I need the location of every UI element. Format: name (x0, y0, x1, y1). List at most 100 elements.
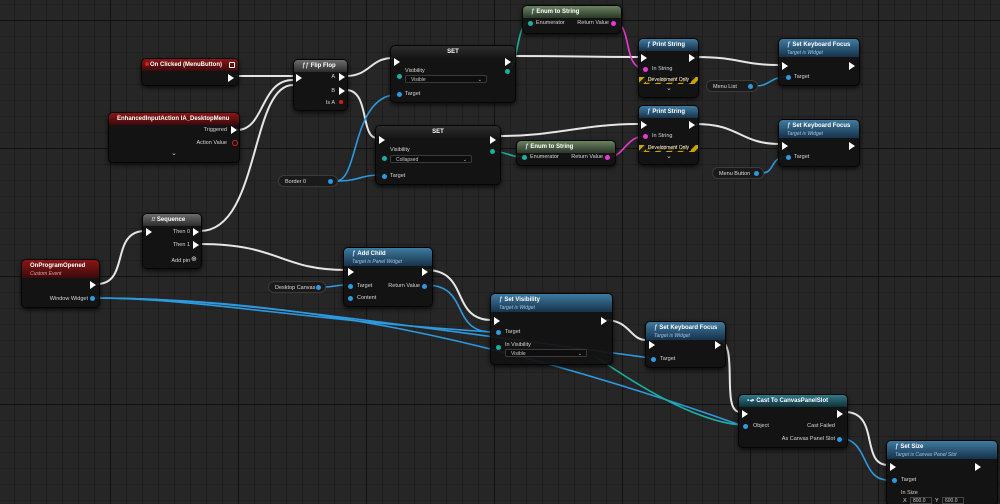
exec-in-pin[interactable] (296, 74, 302, 82)
pin-b-exec[interactable] (339, 87, 345, 95)
return-value-pin[interactable] (611, 21, 616, 26)
exec-in-pin[interactable] (649, 341, 655, 349)
chevron-down-icon[interactable]: ⌄ (666, 153, 672, 160)
visibility-out-pin[interactable] (490, 149, 495, 154)
exec-in-pin[interactable] (379, 136, 385, 144)
border-variable[interactable]: Border 0 (278, 175, 338, 187)
is-a-pin[interactable] (339, 100, 343, 104)
variable-out-pin[interactable] (754, 171, 759, 176)
chevron-down-icon[interactable]: ⌄ (171, 150, 177, 157)
exec-out-pin[interactable] (689, 121, 695, 129)
in-visibility-dropdown[interactable]: Visible⌄ (505, 349, 587, 357)
exec-out-pin[interactable] (849, 62, 855, 70)
add-pin-label[interactable]: Add pin (171, 258, 190, 264)
target-pin[interactable] (786, 155, 791, 160)
target-pin[interactable] (397, 92, 402, 97)
window-widget-pin[interactable] (90, 296, 95, 301)
target-pin[interactable] (892, 478, 897, 483)
as-canvas-panel-slot-pin[interactable] (837, 437, 842, 442)
enumerator-pin[interactable] (522, 155, 527, 160)
exec-in-pin[interactable] (641, 54, 647, 62)
target-pin[interactable] (348, 284, 353, 289)
in-string-pin[interactable] (643, 67, 648, 72)
exec-out-pin[interactable] (849, 142, 855, 150)
content-pin[interactable] (348, 296, 353, 301)
cast-to-canvas-panel-slot-node[interactable]: •◂•Cast To CanvasPanelSlot Object Cast F… (738, 394, 848, 448)
return-value-pin[interactable] (422, 284, 427, 289)
variable-out-pin[interactable] (328, 179, 333, 184)
visibility-pin[interactable] (397, 74, 402, 79)
exec-out-pin[interactable] (505, 58, 511, 66)
object-pin[interactable] (743, 424, 748, 429)
set-visible-node[interactable]: SET Visibility Visible⌄ Target (390, 45, 516, 103)
wire-exec (345, 57, 394, 77)
node-subtitle: Target is Canvas Panel Slot (895, 452, 957, 458)
target-pin[interactable] (651, 357, 656, 362)
target-pin[interactable] (496, 330, 501, 335)
size-x-input[interactable]: 800.0 (910, 497, 932, 504)
exec-out-pin[interactable] (975, 463, 981, 471)
on-clicked-node[interactable]: On Clicked (MenuButton) (141, 58, 239, 86)
menu-list-variable[interactable]: Menu List (706, 80, 758, 92)
visibility-dropdown[interactable]: Collapsed⌄ (390, 155, 472, 163)
exec-out-pin[interactable] (689, 54, 695, 62)
exec-in-pin[interactable] (641, 121, 647, 129)
node-title: Set Size (900, 444, 924, 450)
exec-out-pin[interactable] (422, 268, 428, 276)
variable-out-pin[interactable] (748, 84, 753, 89)
pin-a-exec[interactable] (339, 73, 345, 81)
chevron-down-icon[interactable]: ⌄ (666, 85, 672, 92)
then0-exec-pin[interactable] (193, 228, 199, 236)
exec-in-pin[interactable] (348, 268, 354, 276)
exec-in-pin[interactable] (782, 142, 788, 150)
exec-in-pin[interactable] (782, 62, 788, 70)
exec-out-pin[interactable] (601, 317, 607, 325)
exec-in-pin[interactable] (742, 410, 748, 418)
target-pin[interactable] (786, 75, 791, 80)
exec-in-pin[interactable] (394, 58, 400, 66)
action-value-pin[interactable] (232, 140, 238, 146)
menu-button-variable[interactable]: Menu Button (712, 167, 764, 179)
visibility-pin[interactable] (382, 156, 387, 161)
triggered-exec-pin[interactable] (231, 126, 237, 134)
exec-out-pin[interactable] (490, 136, 496, 144)
desktop-canvas-variable[interactable]: Desktop Canvas (268, 281, 326, 293)
exec-in-pin[interactable] (890, 463, 896, 471)
size-y-input[interactable]: 600.0 (942, 497, 964, 504)
enhanced-input-node[interactable]: EnhancedInputAction IA_DesktopMenu Trigg… (108, 112, 240, 163)
set-collapsed-node[interactable]: SET Visibility Collapsed⌄ Target (375, 125, 501, 185)
exec-out-pin[interactable] (90, 281, 96, 289)
visibility-out-pin[interactable] (505, 69, 510, 74)
exec-out-pin[interactable] (715, 341, 721, 349)
cast-failed-pin[interactable] (837, 422, 843, 430)
exec-in-pin[interactable] (146, 228, 152, 236)
node-subtitle: Custom Event (30, 271, 62, 277)
in-string-pin[interactable] (643, 134, 648, 139)
return-value-pin[interactable] (605, 155, 610, 160)
add-pin-icon[interactable]: ⊕ (191, 256, 197, 263)
wire-exec (236, 79, 294, 131)
exec-out-pin[interactable] (837, 410, 843, 418)
exec-out-pin[interactable] (228, 74, 234, 82)
sequence-node[interactable]: ⁝⁝Sequence Then 0 Then 1 Add pin ⊕ (142, 213, 202, 269)
then1-exec-pin[interactable] (193, 241, 199, 249)
target-pin[interactable] (382, 174, 387, 179)
exec-in-pin[interactable] (494, 317, 500, 325)
variable-out-pin[interactable] (316, 285, 321, 290)
visibility-dropdown[interactable]: Visible⌄ (405, 75, 487, 83)
in-visibility-pin[interactable] (496, 345, 501, 350)
enumerator-pin[interactable] (528, 21, 533, 26)
